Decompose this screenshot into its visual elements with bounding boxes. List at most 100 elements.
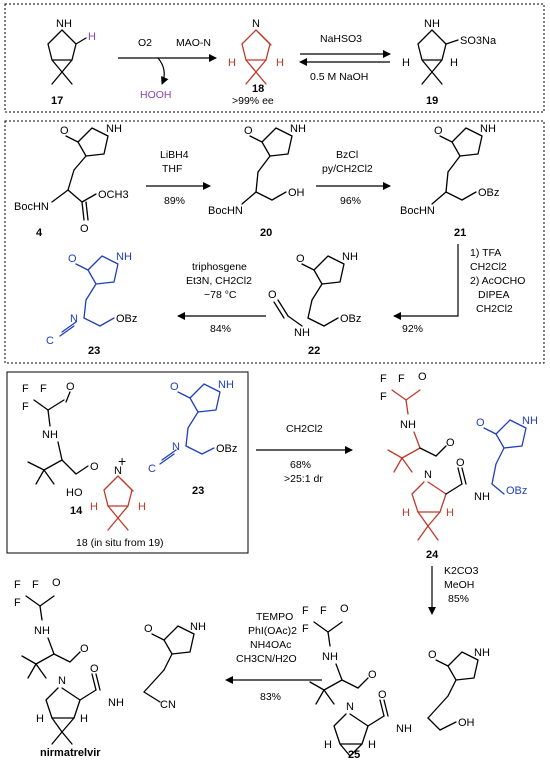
atom-h-left: H	[228, 57, 236, 69]
atom-h: H	[88, 31, 96, 43]
label-compound-17: 17	[51, 95, 63, 107]
atom-f: F	[32, 579, 39, 591]
atom-o: O	[90, 663, 99, 675]
atom-h-left: H	[402, 507, 410, 519]
atom-h-left: H	[402, 57, 410, 69]
atom-n: N	[114, 465, 122, 477]
atom-o: O	[268, 289, 277, 301]
atom-nh: NH	[474, 647, 490, 659]
atom-f: F	[40, 383, 47, 395]
reagent-dipea: DIPEA	[478, 289, 510, 301]
compound-19-structure: NH SO3Na H H	[402, 18, 497, 85]
enantiomeric-excess: >99% ee	[232, 95, 274, 107]
compound-17-structure: NH H	[47, 18, 96, 85]
atom-h-right: H	[368, 739, 376, 751]
atom-nh: NH	[474, 491, 490, 503]
label-compound-23: 23	[88, 345, 100, 357]
yield-step4: 84%	[210, 323, 231, 335]
atom-o: O	[80, 223, 89, 235]
atom-o: O	[296, 253, 305, 265]
atom-nh: NH	[400, 419, 416, 431]
compound-22-structure: O NH NH O OBz	[268, 251, 361, 339]
atom-nh: NH	[190, 621, 206, 633]
nirmatrelvir-structure: F F F O NH O N H H O NH O NH CN	[14, 577, 206, 745]
atom-f: F	[398, 373, 405, 385]
reagent-ch2cl2-b: CH2Cl2	[476, 303, 513, 315]
atom-h-right: H	[276, 57, 284, 69]
atom-n: N	[252, 18, 260, 30]
label-compound-23-insitu: 23	[192, 485, 204, 497]
compound-4-structure: O NH BocHN O OCH3	[14, 123, 129, 235]
group-so3na: SO3Na	[460, 35, 497, 47]
group-och3: OCH3	[98, 189, 129, 201]
atom-o: O	[378, 689, 387, 701]
atom-f: F	[380, 391, 387, 403]
reagent-nh4oac: NH4OAc	[250, 639, 291, 651]
atom-ho: HO	[66, 487, 83, 499]
atom-nh: NH	[42, 429, 58, 441]
atom-o: O	[418, 371, 427, 383]
atom-h-right: H	[446, 507, 454, 519]
atom-nh: NH	[34, 625, 50, 637]
reagent-py: py/CH2Cl2	[322, 163, 373, 175]
atom-o: O	[80, 643, 89, 655]
scheme1-frame	[4, 3, 545, 113]
atom-f: F	[22, 401, 29, 413]
yield-coupling: 68%	[290, 459, 311, 471]
reagent-nahso3: NaHSO3	[320, 33, 362, 45]
atom-h-right: H	[138, 501, 146, 513]
atom-nh: NH	[322, 651, 338, 663]
atom-o: O	[170, 381, 179, 393]
atom-o: O	[244, 125, 253, 137]
group-cn: CN	[160, 699, 176, 711]
label-compound-18-in-situ: 18 (in situ from 19)	[76, 537, 164, 549]
group-obz: OBz	[478, 187, 499, 199]
compound-21-structure: O NH BocHN OBz	[400, 123, 499, 217]
atom-f: F	[320, 605, 327, 617]
label-compound-14: 14	[70, 505, 83, 517]
label-compound-4: 4	[36, 227, 43, 239]
diastereomeric-ratio: >25:1 dr	[284, 473, 323, 485]
scheme2-frame	[4, 120, 545, 364]
reagent-mao-n: MAO-N	[176, 37, 211, 49]
atom-nh: NH	[106, 123, 122, 135]
compound-14-structure: F F F O NH O HO	[22, 381, 99, 499]
atom-nh: NH	[342, 251, 358, 263]
atom-o: O	[60, 125, 69, 137]
label-compound-24: 24	[426, 549, 439, 561]
compound-23-structure: O NH N C OBz	[46, 251, 137, 347]
group-bochn: BocHN	[400, 205, 435, 217]
atom-h-left: H	[324, 739, 332, 751]
compound-25-structure: F F F O NH O N H H O NH O NH OH	[302, 603, 490, 757]
atom-o: O	[428, 649, 437, 661]
label-compound-19: 19	[426, 95, 438, 107]
atom-oh: OH	[458, 717, 475, 729]
reagent-o2: O2	[138, 37, 152, 49]
atom-o: O	[434, 125, 443, 137]
atom-o: O	[476, 417, 485, 429]
reagent-meoh: MeOH	[444, 579, 474, 591]
byproduct-hooh: HOOH	[140, 89, 172, 101]
reactants-frame	[6, 371, 249, 554]
reagent-k2co3: K2CO3	[444, 565, 479, 577]
atom-n: N	[424, 469, 432, 481]
reagent-tfa: 1) TFA	[470, 247, 501, 259]
atom-o: O	[368, 669, 377, 681]
label-nirmatrelvir: nirmatrelvir	[40, 747, 101, 759]
yield-deprotection: 85%	[448, 593, 469, 605]
compound-18-structure: N H H	[228, 18, 284, 85]
atom-f: F	[22, 383, 29, 395]
reagent-triphosgene: triphosgene	[192, 261, 247, 273]
group-obz: OBz	[216, 443, 237, 455]
atom-nh: NH	[294, 327, 310, 339]
yield-step1: 89%	[164, 195, 185, 207]
curved-arrow-byproduct	[157, 57, 169, 85]
compound-24-structure: F F F O NH O N H H O NH O NH OBz	[380, 371, 538, 541]
atom-f: F	[14, 597, 21, 609]
group-obz: OBz	[506, 485, 527, 497]
compound-18-insitu-structure: N H H	[90, 465, 146, 531]
reagent-tempo: TEMPO	[256, 611, 293, 623]
reagent-phioac2: PhI(OAc)2	[248, 625, 297, 637]
compound-20-structure: O NH BocHN OH	[208, 123, 306, 217]
